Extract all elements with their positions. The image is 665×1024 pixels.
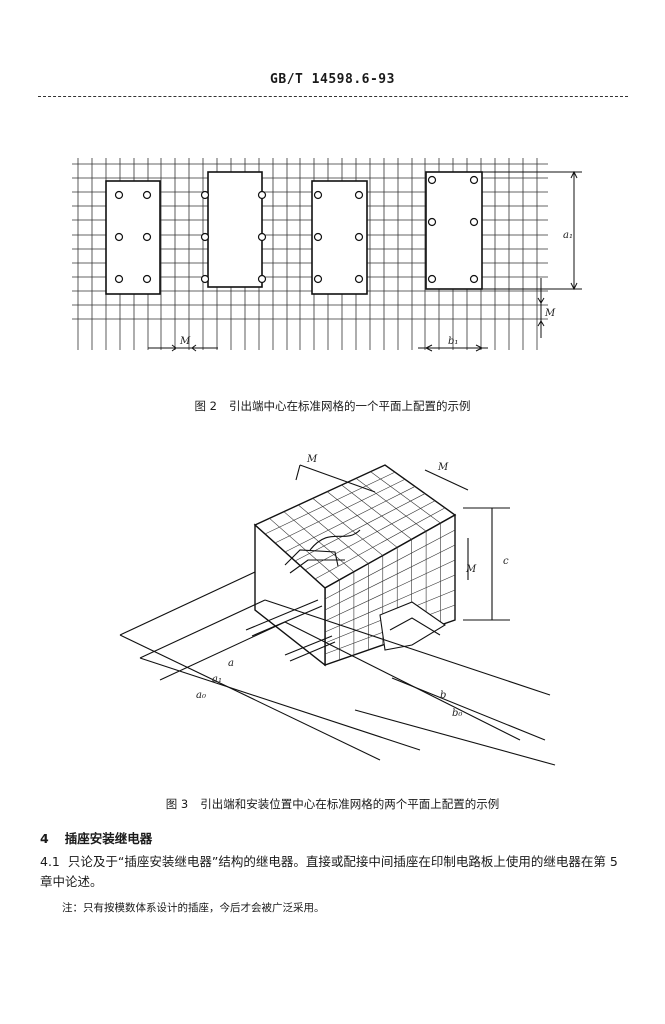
fig3-label-a0: a₀ xyxy=(196,690,206,701)
figure-2-number: 图 2 xyxy=(194,399,217,413)
fig3-label-m-top-right: M xyxy=(437,462,449,473)
paragraph-text: 只论及于“插座安装继电器”结构的继电器。直接或配接中间插座在印制电路板上使用的继… xyxy=(40,854,618,889)
figure-2-grid-diagram: a₁ M M b₁ xyxy=(72,158,582,352)
component-outline-2 xyxy=(207,171,263,288)
grid-line-top xyxy=(304,500,436,571)
fig3-label-a1: a₁ xyxy=(212,674,222,685)
grid-line-top xyxy=(312,498,383,556)
grid-line-front-horizontal xyxy=(324,559,456,622)
grid-line-front-horizontal xyxy=(324,544,456,611)
grid-line-top xyxy=(294,493,426,562)
figure-3-number: 图 3 xyxy=(165,797,189,811)
dim-label-m-right: M xyxy=(544,308,556,319)
dimension-lines xyxy=(148,170,582,352)
figure-3-caption: 图 3 引出端和安装位置中心在标准网格的两个平面上配置的示例 xyxy=(0,796,665,812)
grid-line-top xyxy=(327,491,398,548)
grid-line-top xyxy=(298,504,369,564)
fig3-label-m-top-left: M xyxy=(306,454,318,465)
fig3-label-b0: b₀ xyxy=(452,708,462,719)
grid-line-top xyxy=(269,518,340,581)
grid-line-top xyxy=(341,484,412,540)
component-outlines xyxy=(105,171,483,295)
grid-line-front-horizontal xyxy=(324,529,456,600)
figure-3-caption-text: 引出端和安装位置中心在标准网格的两个平面上配置的示例 xyxy=(200,797,500,811)
fig3-label-b: b xyxy=(440,690,446,701)
grid-line-top xyxy=(370,471,441,524)
figure-3-isometric-diagram: M M M c a a₁ a₀ b b₀ xyxy=(119,454,556,766)
dim-label-b1: b₁ xyxy=(448,336,458,347)
grid-line-front-horizontal xyxy=(324,574,456,633)
grid-line-top xyxy=(314,507,446,580)
header-rule xyxy=(38,96,628,97)
document-header: GB/T 14598.6-93 xyxy=(270,72,395,87)
surface-grid xyxy=(264,471,456,660)
grid-line-top xyxy=(355,478,427,532)
note: 注：只有按模数体系设计的插座，今后才会被广泛采用。 xyxy=(62,902,325,914)
paragraph-number: 4.1 xyxy=(40,854,60,869)
grid-line-top xyxy=(284,486,416,553)
fig3-label-m-side: M xyxy=(465,564,477,575)
grid-line-top xyxy=(264,471,396,535)
grid-line-top xyxy=(274,479,406,544)
section-title: 插座安装继电器 xyxy=(64,831,153,846)
section-4-heading: 4 插座安装继电器 xyxy=(40,828,152,847)
relay-body xyxy=(253,464,457,667)
section-number: 4 xyxy=(40,831,49,846)
dim-label-a1: a₁ xyxy=(563,230,573,241)
fig3-label-a: a xyxy=(228,658,234,669)
terminal-pins xyxy=(114,175,479,284)
component-outline-1 xyxy=(105,180,161,295)
dim-label-m-bottom: M xyxy=(179,336,191,347)
fig3-label-c: c xyxy=(503,556,509,567)
mounting-lines xyxy=(119,464,556,766)
component-outline-4 xyxy=(425,171,483,290)
figure-2-caption: 图 2 引出端中心在标准网格的一个平面上配置的示例 xyxy=(0,398,665,414)
figure-2-caption-text: 引出端中心在标准网格的一个平面上配置的示例 xyxy=(228,399,471,413)
